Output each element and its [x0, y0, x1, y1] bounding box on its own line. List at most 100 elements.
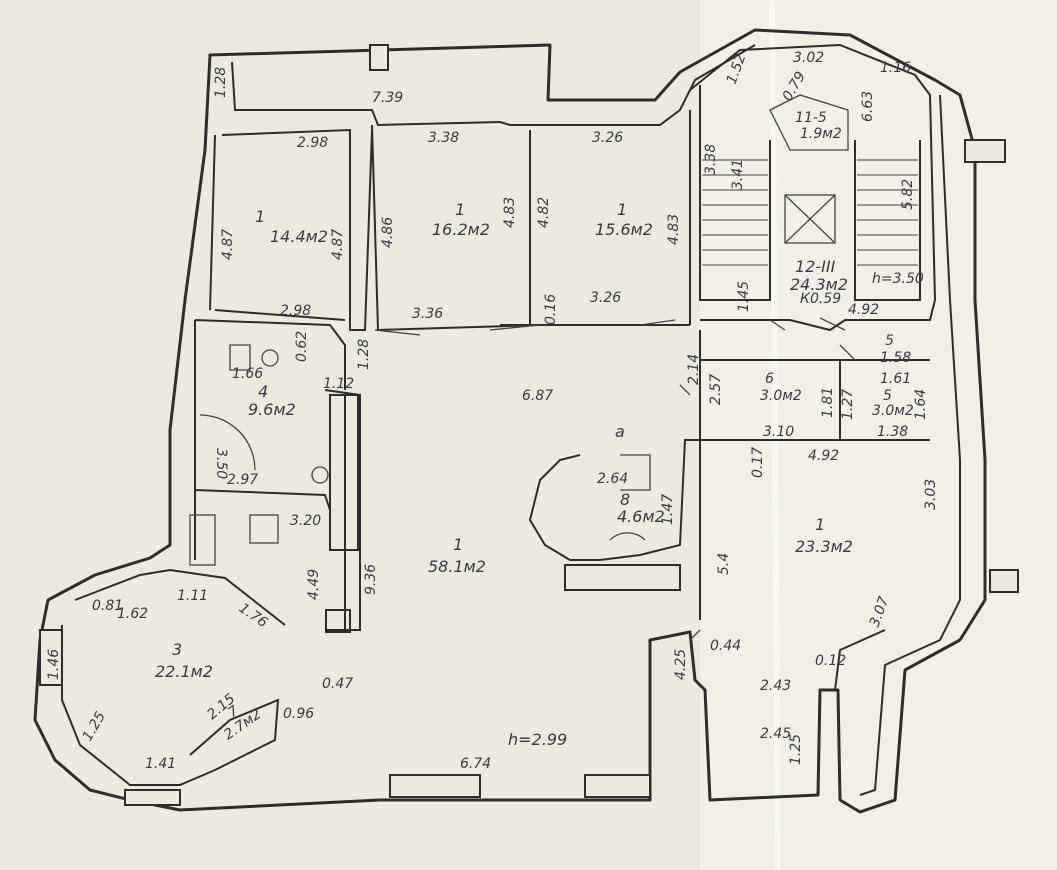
- dim-r-243: 2.43: [760, 678, 791, 694]
- dim-top-326: 3.26: [592, 130, 623, 146]
- room-1c-num: 1: [617, 200, 627, 219]
- room-6-num: 6: [765, 371, 774, 387]
- dim-st-341: 3.41: [730, 159, 746, 190]
- stair-treads: [702, 159, 918, 266]
- wc-room-11: [769, 94, 849, 151]
- stair-walls: [689, 43, 937, 332]
- room-1r-area: 23.3м2: [795, 537, 853, 556]
- dim-r-125: 1.25: [788, 734, 804, 765]
- room-stair-num: 12-III: [795, 257, 836, 276]
- sink-icon: [261, 349, 279, 367]
- dim-br-298: 2.98: [280, 303, 311, 319]
- dim-r-245: 2.45: [760, 726, 791, 742]
- room-8-num: 8: [620, 490, 630, 509]
- dim-r-303: 3.03: [923, 479, 939, 510]
- room-stair-area: 24.3м2: [790, 275, 848, 294]
- dim-c-161: 1.61: [880, 371, 911, 387]
- room-1b-num: 1: [455, 200, 465, 219]
- dim-rh-2: 4.87: [330, 229, 346, 260]
- dim-rh-1: 4.87: [220, 229, 236, 260]
- dim-8-264: 2.64: [597, 471, 628, 487]
- dim-k-166: 1.66: [232, 366, 263, 382]
- dim-b-146: 1.46: [46, 649, 62, 680]
- dim-rh-5: 4.82: [536, 197, 552, 228]
- dim-k-112: 1.12: [323, 376, 354, 392]
- top-column: [369, 44, 389, 71]
- right-walls: [699, 94, 961, 796]
- room-3-area: 22.1м2: [155, 662, 213, 681]
- room-3-walls: [61, 568, 286, 786]
- dim-k-062: 0.62: [294, 331, 310, 362]
- room-5a-area: 1.58: [880, 350, 911, 366]
- dim-r-044: 0.44: [710, 638, 741, 654]
- room-5b-area: 3.0м2: [872, 403, 914, 419]
- dim-c-257: 2.57: [708, 374, 724, 405]
- window-bottom-1: [389, 774, 481, 798]
- dim-st-663: 6.63: [860, 91, 876, 122]
- right-nub-top: [964, 139, 1006, 163]
- room-main-area: 58.1м2: [428, 557, 486, 576]
- dim-b-096: 0.96: [283, 706, 314, 722]
- dim-top-116: 1.16: [880, 60, 911, 76]
- room-1r-num: 1: [815, 515, 825, 534]
- dim-br-016: 0.16: [543, 294, 559, 325]
- dim-rh-4: 4.83: [502, 197, 518, 228]
- dim-rh-6: 4.83: [666, 214, 682, 245]
- dim-st-k059: К0.59: [800, 291, 841, 307]
- room-3-num: 3: [172, 640, 182, 659]
- dim-c-164: 1.64: [913, 389, 929, 420]
- dim-top-302: 3.02: [793, 50, 824, 66]
- room-5b-num: 5: [883, 388, 892, 404]
- room-8-fixtures: [609, 454, 651, 541]
- room-4-num: 4: [258, 382, 268, 401]
- dim-8-147: 1.47: [660, 494, 676, 525]
- toilet-icon: [311, 466, 329, 484]
- counter: [189, 514, 216, 566]
- dim-st-492: 4.92: [848, 302, 879, 318]
- window-bottom-left: [124, 789, 181, 806]
- dim-k-320: 3.20: [290, 513, 321, 529]
- doors: [374, 317, 856, 641]
- dim-c-492: 4.92: [808, 448, 839, 464]
- dim-c-687: 6.87: [522, 388, 553, 404]
- dim-b-111: 1.11: [177, 588, 208, 604]
- mark-a: а: [615, 422, 625, 441]
- dim-b-141: 1.41: [145, 756, 176, 772]
- window-left: [39, 629, 63, 686]
- dim-st-145: 1.45: [736, 281, 752, 312]
- room-11-num: 11-5: [795, 110, 827, 126]
- dim-top-739: 7.39: [372, 90, 403, 106]
- dim-st-582: 5.82: [900, 179, 916, 210]
- dim-rh-3: 4.86: [380, 217, 396, 248]
- room-main-num: 1: [453, 535, 463, 554]
- room-5a-num: 5: [885, 333, 894, 349]
- dim-c-138: 1.38: [877, 424, 908, 440]
- dim-br-326: 3.26: [590, 290, 621, 306]
- elevator-cross: [784, 194, 836, 244]
- door-arc-kitchen: [199, 344, 256, 471]
- room-1a-area: 14.4м2: [270, 227, 328, 246]
- room-8-walls: [528, 439, 701, 591]
- dim-k-128: 1.28: [356, 339, 372, 370]
- dim-c-181: 1.81: [820, 387, 836, 418]
- dim-k-350: 3.50: [213, 448, 229, 479]
- dimension-labels: 7.39 2.98 3.38 3.26 3.02 1.52 1.16 1.28 …: [46, 50, 939, 772]
- room-4-area: 9.6м2: [248, 400, 296, 419]
- dim-b-674: 6.74: [460, 756, 491, 772]
- dim-m-047: 0.47: [322, 676, 353, 692]
- outer-wall: [33, 28, 987, 814]
- dim-b-162: 1.62: [117, 606, 148, 622]
- elevator-shaft: [784, 194, 836, 244]
- room-1a-num: 1: [255, 207, 265, 226]
- dim-c-017: 0.17: [750, 447, 766, 478]
- room-labels: 1 14.4м2 1 16.2м2 1 15.6м2 4 9.6м2 1 58.…: [155, 110, 924, 749]
- window-bottom-2: [584, 774, 651, 798]
- right-nub: [989, 569, 1019, 593]
- dim-m-449: 4.49: [306, 569, 322, 600]
- dim-m-936: 9.36: [363, 564, 379, 595]
- room-11-area: 1.9м2: [800, 126, 842, 142]
- dim-top-128: 1.28: [213, 67, 229, 98]
- dim-c-127: 1.27: [840, 389, 856, 420]
